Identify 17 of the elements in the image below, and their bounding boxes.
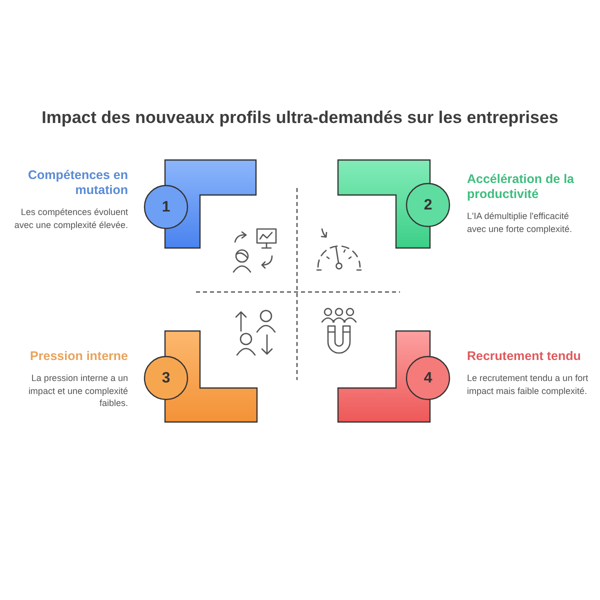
quadrant-heading: Recrutement tendu [467,349,582,364]
quadrant-heading: Accélération de la productivité [467,172,575,202]
numbered-l-shape [337,159,452,250]
numbered-l-shape [143,159,258,250]
quadrant-heading: Compétences en mutation [26,168,128,198]
step-number: 1 [162,200,170,214]
diagram-title: Impact des nouveaux profils ultra-demandés sur les entreprises [40,108,560,128]
quadrant-description: L'IA démultiplie l'efficacité avec une forte complexité. [467,210,574,235]
quadrant-description: La pression interne a un impact et une complexité faibles. [27,372,128,410]
step-number: 3 [162,370,170,386]
step-number: 4 [424,370,432,386]
numbered-l-shape [143,330,258,424]
quadrant-description: Le recrutement tendu a un fort impact mais faible complexité. [467,372,589,397]
quadrant-heading: Pression interne [29,349,128,364]
numbered-l-shape [337,330,452,424]
quadrant-description: Les compétences évoluent avec une complexité élevée. [13,206,128,231]
step-number: 2 [424,198,432,212]
